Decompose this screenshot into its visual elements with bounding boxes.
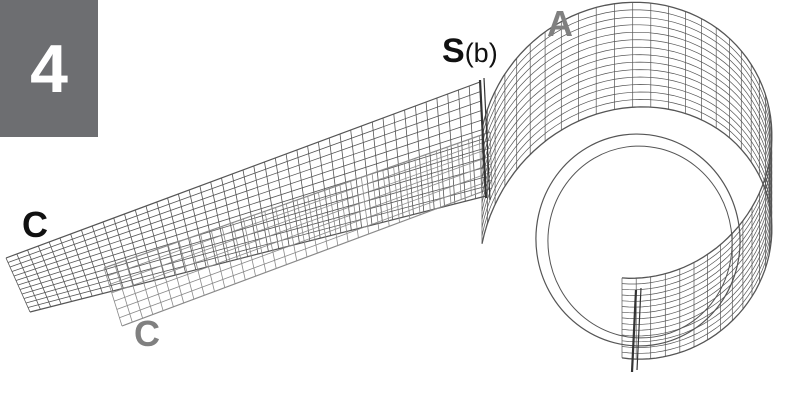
band-line [481,91,773,348]
mesh-line [414,158,421,215]
ring-outline [535,133,741,347]
band-line [481,1,773,279]
mesh-line [285,203,298,261]
mesh-line [468,139,472,196]
label-s-sub: (b) [464,38,498,68]
ring-outline [547,145,733,339]
mesh-line [5,81,481,259]
mesh-line [275,207,287,265]
figure-number: 4 [30,30,68,107]
band-line [481,106,773,360]
mesh-line [436,150,441,208]
curved-mesh-band [481,1,773,360]
mesh-line [108,147,491,285]
mesh-line [103,267,123,327]
mesh-line [119,179,492,319]
mesh-line [307,196,318,254]
mesh-line [446,147,452,204]
ring-loop [535,133,741,347]
mesh-line [200,233,215,292]
mesh-line [13,119,483,277]
seam-s [478,79,488,199]
mesh-line [328,188,339,246]
mesh-line [253,215,267,273]
mesh-line [221,226,236,284]
label-s-main: S [442,32,465,70]
mesh-line [114,163,492,302]
mesh-line [103,131,491,269]
mesh-line [9,100,482,268]
mesh-line [360,177,370,235]
mesh-line [25,176,486,304]
mesh-line [135,256,154,315]
mesh-line [457,143,462,200]
mesh-line [27,186,486,308]
mesh-line [403,162,411,219]
seam-lines [478,77,642,373]
mesh-line [146,252,164,311]
mesh-line [489,131,493,189]
seam-bottom-inner [636,287,642,371]
mesh-line [243,218,256,277]
mesh-line [371,173,380,231]
mesh-line [114,264,133,323]
lower-straight-strip [103,131,493,327]
label-c-lower: C [134,313,160,354]
mesh-line [111,155,492,294]
mesh-line [393,165,400,223]
label-c-upper: C [22,204,48,245]
mesh-line [11,110,482,272]
mesh-line [339,184,349,242]
band-line [481,16,773,291]
mesh-line [382,169,390,227]
upper-straight-strip [5,81,487,313]
mesh-line [106,139,491,277]
mesh-line [15,129,483,281]
label-s: S(b) [442,34,498,68]
mesh-line [121,187,493,327]
mesh-line [350,181,359,238]
mesh-line [478,135,483,192]
label-a: A [547,3,573,44]
seam-s-inner [483,77,491,201]
mesh-line [125,260,143,319]
mesh-line [189,237,205,296]
mesh-line [167,245,185,304]
figure-number-badge: 4 [0,0,98,137]
mesh-line [116,171,492,310]
mesh-line [264,211,277,269]
mesh-line [178,241,195,300]
mesh-line [318,192,328,250]
mesh-line [7,91,481,263]
mesh-line [17,138,484,286]
seam-bottom [630,289,638,373]
mesh-line [232,222,246,281]
mesh-line [425,154,431,212]
mesh-line [29,195,487,313]
mesh-line [296,199,308,258]
mesh-line [210,230,226,288]
mesh-line [21,157,485,295]
mesh-line [157,248,174,307]
mesh-line [19,148,484,290]
